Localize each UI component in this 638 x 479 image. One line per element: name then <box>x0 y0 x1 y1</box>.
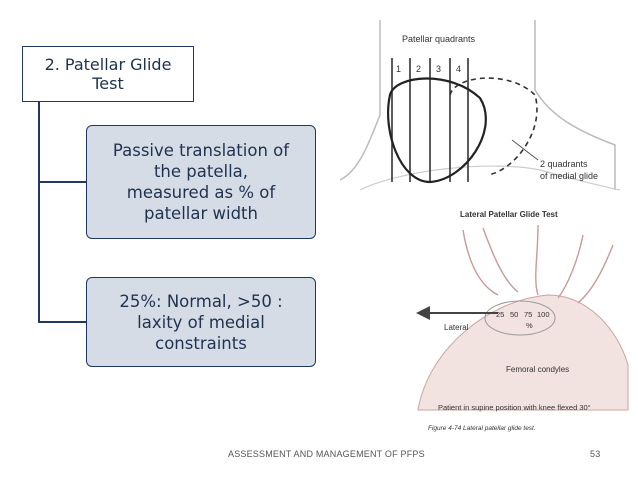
femur-condyle <box>359 165 621 191</box>
definition-node: Passive translation of the patella, meas… <box>86 125 316 239</box>
scale-label: 50 <box>510 310 518 319</box>
footer-text: ASSESSMENT AND MANAGEMENT OF PFPS <box>228 449 425 459</box>
interpretation-node: 25%: Normal, >50 : laxity of medial cons… <box>86 277 316 367</box>
node-line: the patella, <box>153 162 249 181</box>
topic-title-line-1: 2. Patellar Glide <box>44 55 172 74</box>
connector-branch-1 <box>38 181 86 183</box>
femur-outline <box>340 20 616 190</box>
glide-annotation-line-1: 2 quadrants <box>540 159 588 169</box>
lateral-glide-figure: Lateral Patellar Glide Test Lateral 25 5… <box>416 210 629 432</box>
patella-outline <box>387 77 487 184</box>
position-note: Patient in supine position with knee fle… <box>438 403 591 412</box>
node-line: constraints <box>155 333 247 353</box>
connector-branch-2 <box>38 321 86 323</box>
connector-vertical <box>38 102 40 322</box>
node-line: 25%: Normal, >50 : <box>119 291 283 311</box>
lateral-label: Lateral <box>444 323 469 332</box>
topic-title-line-2: Test <box>92 74 124 93</box>
annotation-leader <box>511 139 539 161</box>
knee-shape <box>417 294 629 411</box>
patellar-quadrants-figure: Patellar quadrants 1 2 3 4 2 quadrants o… <box>340 20 621 191</box>
scale-label: 75 <box>524 310 532 319</box>
page-number: 53 <box>590 449 601 459</box>
node-line: laxity of medial <box>137 312 265 332</box>
quadrant-number: 2 <box>416 64 421 74</box>
hand-sketch <box>462 224 614 304</box>
scale-unit: % <box>526 321 533 330</box>
patella-scale <box>484 300 556 336</box>
quadrant-number: 1 <box>396 64 401 74</box>
quadrant-number: 4 <box>456 64 461 74</box>
quadrants-header: Patellar quadrants <box>402 34 476 44</box>
patella-glide-outline <box>449 77 538 176</box>
glide-test-header: Lateral Patellar Glide Test <box>460 210 558 219</box>
figure-caption: Figure 4-74 Lateral patellar glide test. <box>428 425 536 432</box>
scale-label: 100 <box>537 310 550 319</box>
scale-label: 25 <box>496 310 504 319</box>
topic-title-box: 2. Patellar Glide Test <box>22 46 194 102</box>
node-line: patellar width <box>143 204 258 223</box>
arrow-head-icon <box>416 306 430 320</box>
condyles-label: Femoral condyles <box>506 365 569 374</box>
node-line: measured as % of <box>126 183 276 202</box>
glide-annotation-line-2: of medial glide <box>540 171 598 181</box>
node-line: Passive translation of <box>112 141 290 160</box>
quadrant-number: 3 <box>436 64 441 74</box>
